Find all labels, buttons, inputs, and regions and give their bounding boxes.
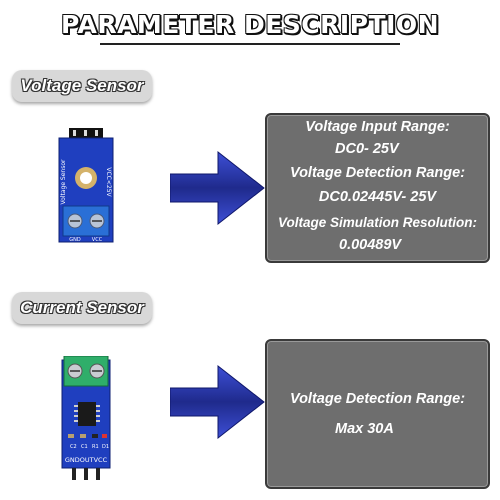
input-range-label: Voltage Input Range:: [305, 119, 450, 135]
label-r1: R1: [92, 444, 99, 450]
board-label-left: Voltage Sensor: [60, 159, 67, 205]
current-spec-panel: Voltage Detection Range: Max 30A: [265, 339, 490, 489]
current-detection-range-value: Max 30A: [335, 421, 394, 437]
pin-labels: GNDOUTVCC: [65, 456, 108, 464]
current-sensor-module: C2 C1 R1 D1 GNDOUTVCC: [61, 356, 111, 480]
voltage-sensor-label-box: Voltage Sensor: [12, 70, 152, 102]
board-label-gnd: GND: [69, 237, 81, 243]
resolution-value: 0.00489V: [339, 237, 402, 253]
arrow-right-icon: [170, 364, 265, 440]
pin-header: [72, 468, 76, 480]
current-sensor-label-box: Current Sensor: [12, 292, 152, 324]
current-sensor-label: Current Sensor: [20, 298, 144, 317]
label-c2: C2: [70, 444, 77, 450]
label-d1: D1: [102, 444, 109, 450]
detection-range-label: Voltage Detection Range:: [289, 165, 466, 181]
label-c1: C1: [81, 444, 88, 450]
voltage-sensor-label: Voltage Sensor: [20, 76, 144, 95]
arrow-right-icon: [170, 150, 265, 226]
page-title: PARAMETER DESCRIPTION: [60, 10, 440, 39]
board-label-right: VCC<25V: [105, 167, 112, 197]
detection-range-value: DC0.02445V- 25V: [318, 189, 437, 205]
input-range-value: DC0- 25V: [335, 141, 399, 157]
voltage-sensor-module: Voltage Sensor VCC<25V GND VCC: [58, 128, 114, 243]
title-underline: [100, 43, 400, 45]
resolution-label: Voltage Simulation Resolution:: [277, 215, 477, 230]
voltage-spec-panel: Voltage Input Range: DC0- 25V Voltage De…: [265, 113, 490, 263]
ic-chip: [78, 402, 96, 426]
current-detection-range-label: Voltage Detection Range:: [289, 391, 466, 407]
board-label-vcc: VCC: [92, 237, 103, 243]
